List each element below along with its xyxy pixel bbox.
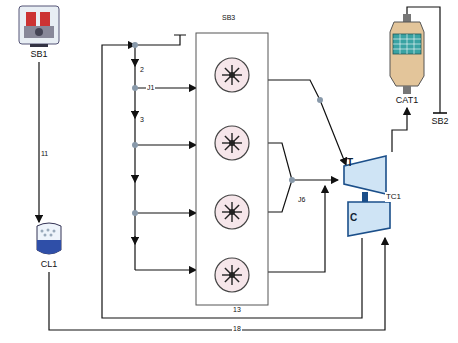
node-label: CL1 — [40, 259, 59, 269]
node-label: TC1 — [385, 192, 402, 202]
part-label: J1 — [146, 84, 155, 92]
part-label: 2 — [139, 66, 145, 74]
pipe-number: 18 — [232, 325, 242, 333]
node-label: CAT1 — [395, 95, 419, 105]
exhaust-end: SB2 — [428, 104, 452, 128]
part-label: 3 — [139, 116, 145, 124]
section-letter: C — [349, 212, 358, 223]
node-label: SB1 — [29, 49, 48, 59]
pipe-connector — [38, 62, 39, 222]
boundary-engine: SB1 — [16, 4, 62, 62]
part-label: J6 — [297, 196, 306, 204]
node-icon — [384, 14, 430, 94]
node-icon — [16, 4, 62, 48]
node-icon — [26, 222, 72, 258]
pipe-connector — [392, 108, 407, 152]
pipe-connector — [49, 238, 385, 330]
cooler: CL1 — [26, 222, 72, 272]
part-label: SB3 — [221, 14, 236, 22]
catalyst: CAT1 — [384, 14, 430, 108]
pipe-number: 11 — [40, 150, 49, 158]
part-label: 13 — [232, 306, 242, 314]
node-icon — [428, 104, 452, 116]
node-label: SB2 — [430, 116, 449, 126]
section-letter: T — [346, 157, 354, 168]
